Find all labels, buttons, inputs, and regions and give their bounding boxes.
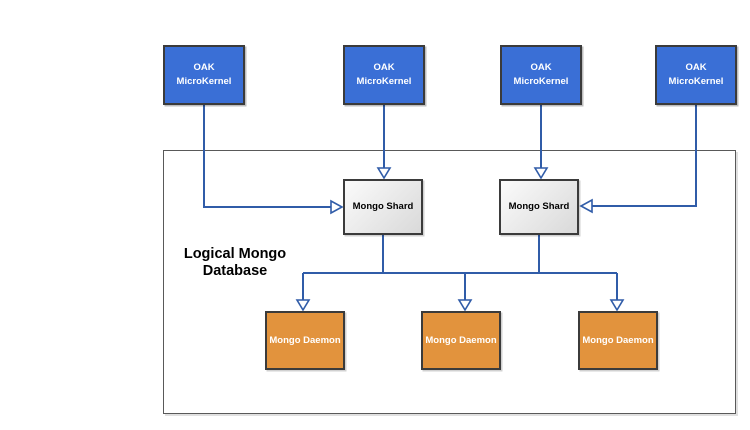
node-mongo-shard-1: Mongo Shard [343, 179, 423, 235]
node-mongo-shard-2: Mongo Shard [499, 179, 579, 235]
node-mongo-daemon-3: Mongo Daemon [578, 311, 658, 370]
node-label: OAK [530, 62, 552, 74]
node-microkernel-2: OAK MicroKernel [343, 45, 425, 105]
node-microkernel-1: OAK MicroKernel [163, 45, 245, 105]
container-label-line1: Logical Mongo [183, 246, 287, 262]
container-label: Logical Mongo Database [168, 246, 302, 280]
node-label: OAK [193, 62, 215, 74]
node-label: Mongo Shard [508, 201, 570, 213]
container-label-line2: Database [202, 263, 268, 280]
node-label: MicroKernel [356, 76, 412, 87]
node-microkernel-4: OAK MicroKernel [655, 45, 737, 105]
node-label: MicroKernel [513, 76, 569, 87]
node-label: Mongo Daemon [425, 334, 497, 346]
node-mongo-daemon-2: Mongo Daemon [421, 311, 501, 370]
logical-mongo-database-container [163, 150, 736, 414]
node-label: OAK [373, 62, 395, 74]
node-label: MicroKernel [668, 76, 724, 87]
node-label: Mongo Daemon [269, 334, 341, 346]
node-label: Mongo Shard [352, 201, 414, 213]
node-label: OAK [685, 62, 707, 74]
node-label: MicroKernel [176, 76, 232, 87]
node-microkernel-3: OAK MicroKernel [500, 45, 582, 105]
node-mongo-daemon-1: Mongo Daemon [265, 311, 345, 370]
node-label: Mongo Daemon [582, 334, 654, 346]
